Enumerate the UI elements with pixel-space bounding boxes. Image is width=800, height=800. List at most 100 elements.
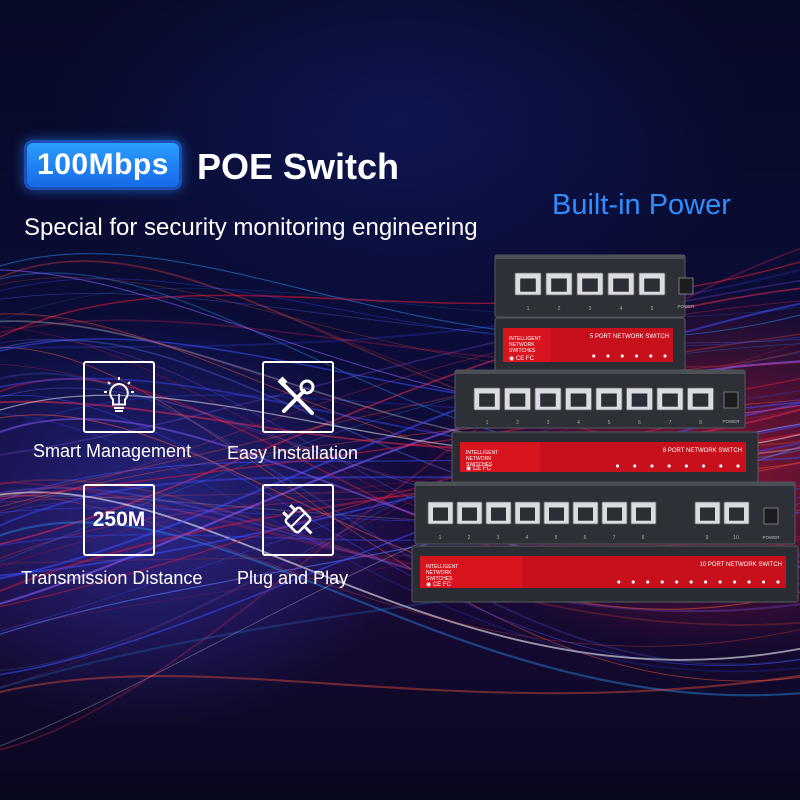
switch-8-power-jack <box>723 391 739 409</box>
switch-10-front-led <box>732 580 737 584</box>
switch-10-front-led <box>660 580 664 584</box>
smart-management-box <box>83 361 155 433</box>
switch-5-port-3-socket <box>582 278 598 292</box>
switch-5-port-1-socket <box>520 278 536 292</box>
switch-5-power-jack <box>678 277 694 295</box>
switch-10-front-led <box>747 580 751 584</box>
switch-5-front-model-text: 5 PORT NETWORK SWITCH <box>590 334 669 340</box>
switch-8-port-3-socket <box>540 393 556 407</box>
light-streak <box>0 394 800 667</box>
easy-installation-box <box>262 361 334 433</box>
switch-5-power-label: POWER <box>677 304 695 309</box>
switch-10-port-label: 6 <box>584 535 587 541</box>
switch-10-port-6-socket <box>578 507 593 521</box>
light-streak <box>0 479 800 626</box>
switch-8-port-label: 5 <box>608 420 611 426</box>
plug-and-play-label: Plug and Play <box>237 568 349 588</box>
switch-10-front-brand-block <box>420 556 523 588</box>
switch-10-front-led <box>776 580 780 584</box>
switch-8-front-led <box>633 464 637 468</box>
switch-10-front-cert-text: ◉ CE FC <box>426 582 452 588</box>
easy-installation-label: Easy Installation <box>227 443 359 463</box>
smart-management-label: Smart Management <box>33 441 192 461</box>
switch-5-front-brand-text: INTELLIGENT <box>509 336 541 342</box>
light-streak <box>0 521 800 697</box>
switch-8-front-brand-text: SWITCHES <box>466 462 493 468</box>
switch-8-front-led <box>650 464 654 468</box>
switch-8-front-led <box>719 464 723 468</box>
switch-10-port-1-socket <box>433 507 448 521</box>
switch-10-power-jack <box>763 507 779 525</box>
switch-5-front-led <box>663 354 667 358</box>
switch-10-front-led <box>617 580 621 584</box>
switch-10-port-label: 3 <box>497 535 500 541</box>
distance-box: 250M <box>83 484 155 556</box>
switch-10-port-label: 2 <box>468 535 471 541</box>
switch-5-front-led <box>634 354 639 358</box>
switch-8-port-6-socket <box>631 393 648 407</box>
switch-8-front-model-text: 8 PORT NETWORK SWITCH <box>663 448 742 454</box>
switch-5-port-label: 5 <box>651 306 654 312</box>
switch-10-port-10-socket <box>729 507 744 521</box>
switch-5-port-2-socket <box>551 278 567 292</box>
switch-8-port-8-socket <box>692 393 709 407</box>
light-streak <box>0 414 800 610</box>
transmission-distance-label: Transmission Distance <box>21 568 203 588</box>
switch-10-port-label: 10 <box>733 535 739 541</box>
switch-10-port-label: 1 <box>439 535 442 541</box>
switch-8-port-label: 3 <box>547 420 550 426</box>
switch-10-port-9-socket <box>700 507 715 521</box>
switch-10-port-label: 4 <box>526 535 529 541</box>
switch-8-port-label: 4 <box>577 420 580 426</box>
switch-5-front-led <box>620 354 624 358</box>
switch-10-front-brand-text: SWITCHES <box>426 576 453 582</box>
switch-5-front-brand-text: SWITCHES <box>509 348 536 354</box>
switch-10-port-3-socket <box>491 507 506 521</box>
switch-10-front-led <box>718 580 722 584</box>
switch-10-front-model-text: 10 PORT NETWORK SWITCH <box>700 562 782 568</box>
switch-10-port-5-socket <box>549 507 564 521</box>
switch-8-rear-top-edge <box>455 370 745 374</box>
switch-10-port-label: 5 <box>555 535 558 541</box>
switch-10-port-7-socket <box>607 507 622 521</box>
switch-10-port-label: 7 <box>613 535 616 541</box>
switch-8-front-cert-text: ◉ CE FC <box>466 466 492 472</box>
switch-8-front-led <box>736 464 740 468</box>
switch-8-port-label: 8 <box>699 420 702 426</box>
switch-8-front-led <box>615 464 620 468</box>
switch-5-front-cert-text: ◉ CE FC <box>509 356 535 362</box>
switch-5-port-label: 4 <box>620 306 623 312</box>
switch-10-port-label: 8 <box>642 535 645 541</box>
switch-10-front-led <box>761 580 766 584</box>
switch-10-front-led <box>675 580 679 584</box>
tools-icon <box>277 376 315 415</box>
switch-8-port-label: 7 <box>669 420 672 426</box>
switch-10-front-led <box>646 580 650 584</box>
speed-badge: 100Mbps <box>24 140 182 190</box>
product-subtitle: Special for security monitoring engineer… <box>24 214 478 241</box>
lightbulb-icon <box>104 377 134 412</box>
switch-8-port-5-socket <box>601 393 617 407</box>
switch-8-power-label: POWER <box>722 419 740 424</box>
switch-5-port-5-socket <box>644 278 660 292</box>
switch-8-port-2-socket <box>509 393 526 407</box>
switch-5-port-label: 2 <box>558 306 561 312</box>
switch-5-port-label: 1 <box>527 306 530 312</box>
switch-10-front-led <box>631 580 635 584</box>
switch-8-port-1-socket <box>479 393 495 407</box>
plug-and-play-box <box>262 484 334 556</box>
switch-5-front-led <box>649 354 653 358</box>
light-streak <box>0 372 800 666</box>
light-streak <box>0 674 800 695</box>
light-streak <box>0 493 800 647</box>
switch-10-front-brand-text: NETWORK <box>426 570 452 576</box>
switch-8-front-brand-text: NETWORK <box>466 456 492 462</box>
switch-10-front-led <box>704 580 708 584</box>
switch-8-port-4-socket <box>570 393 587 407</box>
switch-8-port-label: 2 <box>516 420 519 426</box>
plug-icon <box>282 504 313 535</box>
switch-8-front-led <box>684 464 688 468</box>
switch-5-port-label: 3 <box>589 306 592 312</box>
